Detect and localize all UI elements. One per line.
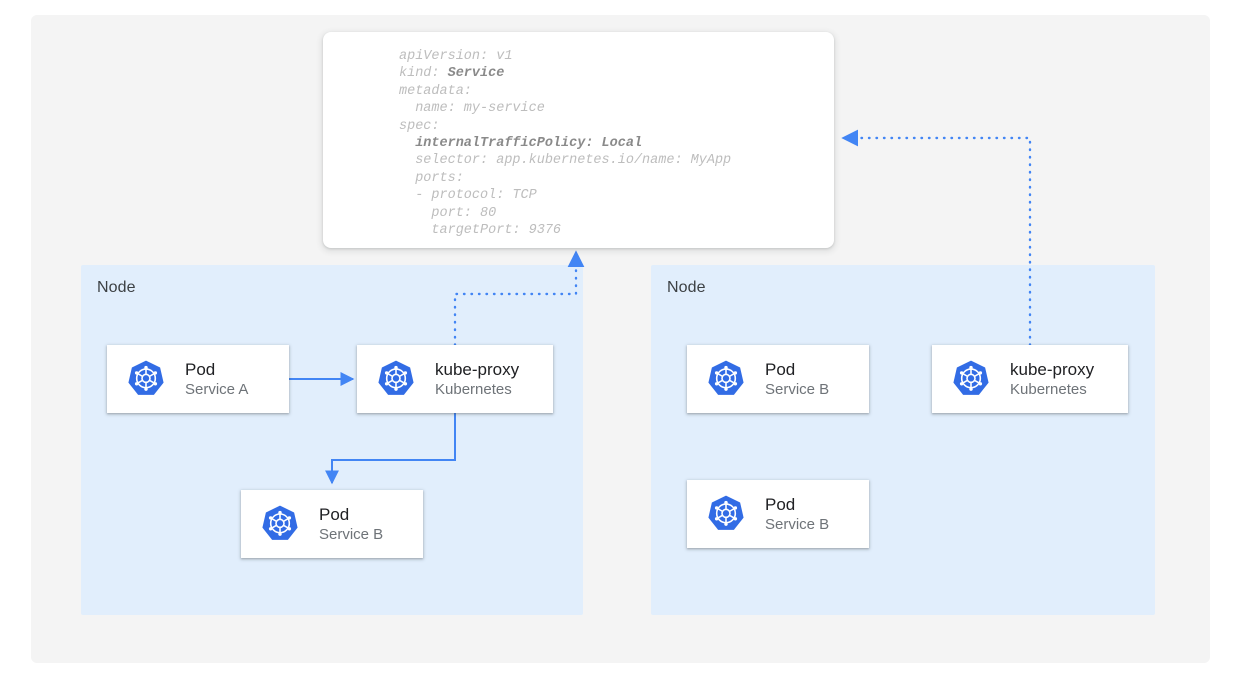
card-title: Pod [319,504,350,524]
card-title: Pod [765,494,796,514]
node-box-left [81,265,583,615]
service-spec-panel: apiVersion: v1 kind: Service metadata: n… [323,32,834,248]
card-text: kube-proxy Kubernetes [1010,359,1094,400]
card-subtitle: Service B [319,526,384,544]
kubernetes-icon [128,360,164,395]
service-spec-code: apiVersion: v1 kind: Service metadata: n… [399,49,732,239]
card-pod-service-a[interactable]: Pod Service A [107,345,289,413]
card-subtitle: Kubernetes [1010,381,1087,399]
card-pod-service-b-left[interactable]: Pod Service B [241,490,423,558]
card-pod-service-b-right-top[interactable]: Pod Service B [687,345,869,413]
kubernetes-icon [262,505,298,540]
card-title: Pod [185,359,216,379]
card-kube-proxy-right[interactable]: kube-proxy Kubernetes [932,345,1128,413]
card-text: Pod Service B [765,494,829,535]
node-label-left: Node [97,279,136,296]
card-title: Pod [765,359,796,379]
kubernetes-icon [708,495,744,530]
node-box-right [651,265,1155,615]
card-text: kube-proxy Kubernetes [435,359,519,400]
card-kube-proxy-left[interactable]: kube-proxy Kubernetes [357,345,553,413]
card-title: kube-proxy [1010,359,1095,379]
card-subtitle: Service A [185,381,249,399]
card-subtitle: Kubernetes [435,381,512,399]
card-text: Pod Service B [319,504,383,545]
card-text: Pod Service A [185,359,248,400]
kubernetes-icon [708,360,744,395]
card-subtitle: Service B [765,516,830,534]
node-label-right: Node [667,279,706,296]
card-pod-service-b-right-bottom[interactable]: Pod Service B [687,480,869,548]
kubernetes-icon [378,360,414,395]
card-text: Pod Service B [765,359,829,400]
card-title: kube-proxy [435,359,520,379]
kubernetes-icon [953,360,989,395]
card-subtitle: Service B [765,381,830,399]
